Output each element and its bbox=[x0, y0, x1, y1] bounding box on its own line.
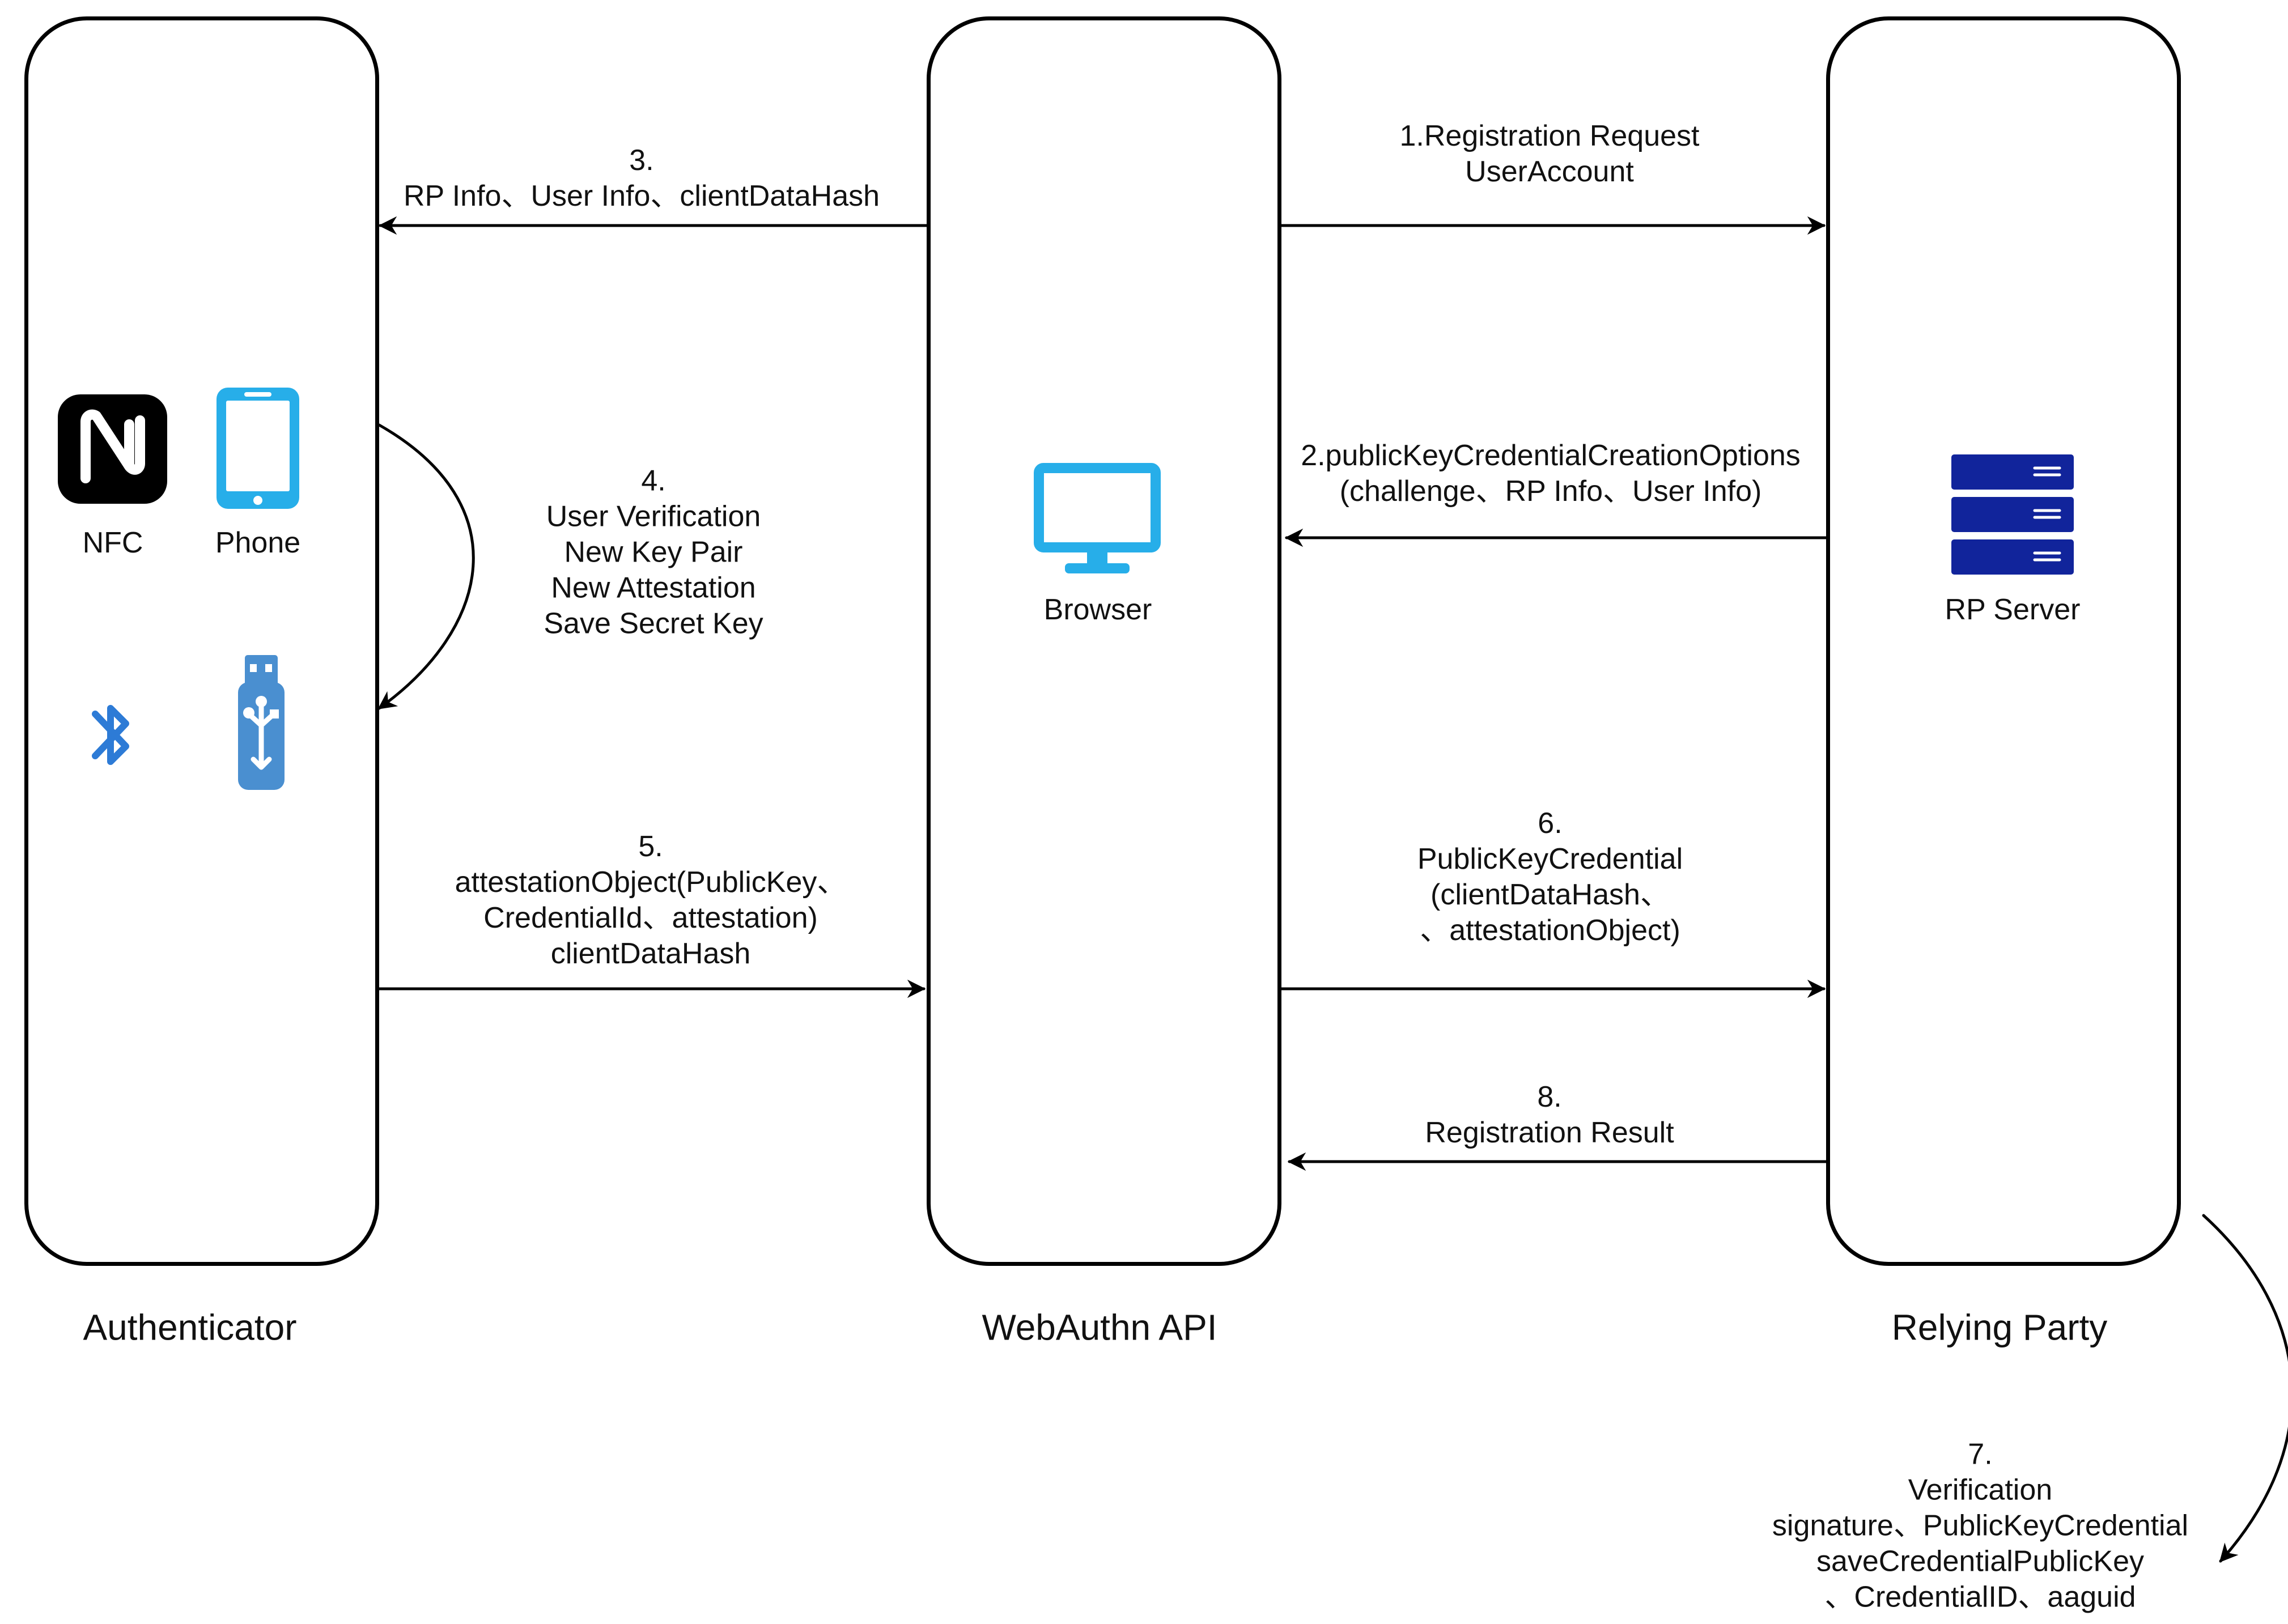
step3-message: 3. RP Info、User Info、clientDataHash bbox=[403, 144, 880, 212]
authenticator-lane bbox=[24, 16, 379, 1266]
nfc-label: NFC bbox=[82, 526, 143, 559]
bluetooth-icon bbox=[92, 705, 129, 765]
step1-message: 1.Registration Request UserAccount bbox=[1399, 120, 1700, 188]
relying-party-lane bbox=[1826, 16, 2181, 1266]
arrow-step7 bbox=[2202, 1214, 2288, 1563]
step5-message: 5. attestationObject(PublicKey、 Credenti… bbox=[455, 830, 847, 970]
step2-message: 2.publicKeyCredentialCreationOptions (ch… bbox=[1301, 439, 1801, 508]
browser-label: Browser bbox=[1043, 593, 1152, 626]
relying-party-title: Relying Party bbox=[1891, 1307, 2108, 1348]
monitor-icon bbox=[1034, 463, 1161, 573]
rp-server-label: RP Server bbox=[1945, 593, 2081, 626]
phone-label: Phone bbox=[215, 526, 301, 559]
step4-message: 4. User Verification New Key Pair New At… bbox=[544, 464, 763, 640]
webauthn-api-lane bbox=[927, 16, 1281, 1266]
step8-message: 8. Registration Result bbox=[1425, 1081, 1674, 1149]
webauthn-api-title: WebAuthn API bbox=[982, 1307, 1217, 1348]
nfc-icon bbox=[58, 394, 167, 504]
usb-drive-icon bbox=[238, 655, 285, 790]
arrow-step4 bbox=[377, 423, 475, 710]
step6-message: 6. PublicKeyCredential (clientDataHash、 … bbox=[1417, 807, 1683, 947]
phone-icon bbox=[217, 388, 299, 509]
server-rack-icon bbox=[1951, 454, 2074, 575]
authenticator-title: Authenticator bbox=[83, 1307, 297, 1348]
step7-message: 7. Verification signature、PublicKeyCrede… bbox=[1772, 1438, 2189, 1614]
